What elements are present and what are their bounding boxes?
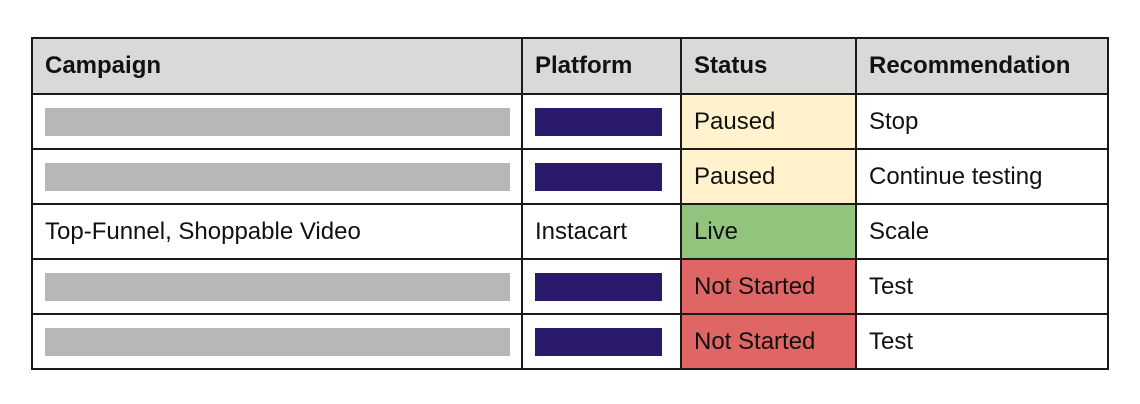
table-row: Paused Continue testing [31,148,1109,205]
recommendation-cell: Continue testing [855,148,1109,205]
campaign-cell [31,93,523,150]
status-cell: Not Started [680,258,857,315]
recommendation-cell: Stop [855,93,1109,150]
status-text: Paused [694,162,776,190]
recommendation-text: Continue testing [869,162,1043,190]
status-cell: Paused [680,93,857,150]
platform-cell [521,148,682,205]
platform-text: Instacart [535,217,628,245]
redacted-campaign-block [45,327,510,356]
recommendation-text: Stop [869,107,919,135]
recommendation-cell: Test [855,258,1109,315]
campaign-table: Campaign Platform Status Recommendation … [31,37,1109,370]
header-campaign: Campaign [31,37,523,95]
table-row: Paused Stop [31,93,1109,150]
recommendation-text: Test [869,327,914,355]
platform-cell: Instacart [521,203,682,260]
campaign-cell [31,148,523,205]
redacted-campaign-block [45,107,510,136]
status-text: Not Started [694,272,816,300]
table-row: Not Started Test [31,258,1109,315]
recommendation-text: Scale [869,217,930,245]
header-recommendation: Recommendation [855,37,1109,95]
platform-cell [521,93,682,150]
redacted-campaign-block [45,272,510,301]
redacted-platform-block [535,327,662,356]
campaign-cell [31,313,523,370]
table-row: Not Started Test [31,313,1109,370]
status-text: Paused [694,107,776,135]
redacted-campaign-block [45,162,510,191]
recommendation-cell: Scale [855,203,1109,260]
status-text: Live [694,217,739,245]
status-cell: Live [680,203,857,260]
redacted-platform-block [535,272,662,301]
platform-cell [521,258,682,315]
header-platform: Platform [521,37,682,95]
campaign-text: Top-Funnel, Shoppable Video [45,217,361,245]
status-cell: Not Started [680,313,857,370]
platform-cell [521,313,682,370]
table-header-row: Campaign Platform Status Recommendation [31,37,1109,95]
recommendation-cell: Test [855,313,1109,370]
redacted-platform-block [535,107,662,136]
campaign-cell [31,258,523,315]
header-status: Status [680,37,857,95]
recommendation-text: Test [869,272,914,300]
status-text: Not Started [694,327,816,355]
status-cell: Paused [680,148,857,205]
redacted-platform-block [535,162,662,191]
table-row: Top-Funnel, Shoppable Video Instacart Li… [31,203,1109,260]
campaign-cell: Top-Funnel, Shoppable Video [31,203,523,260]
